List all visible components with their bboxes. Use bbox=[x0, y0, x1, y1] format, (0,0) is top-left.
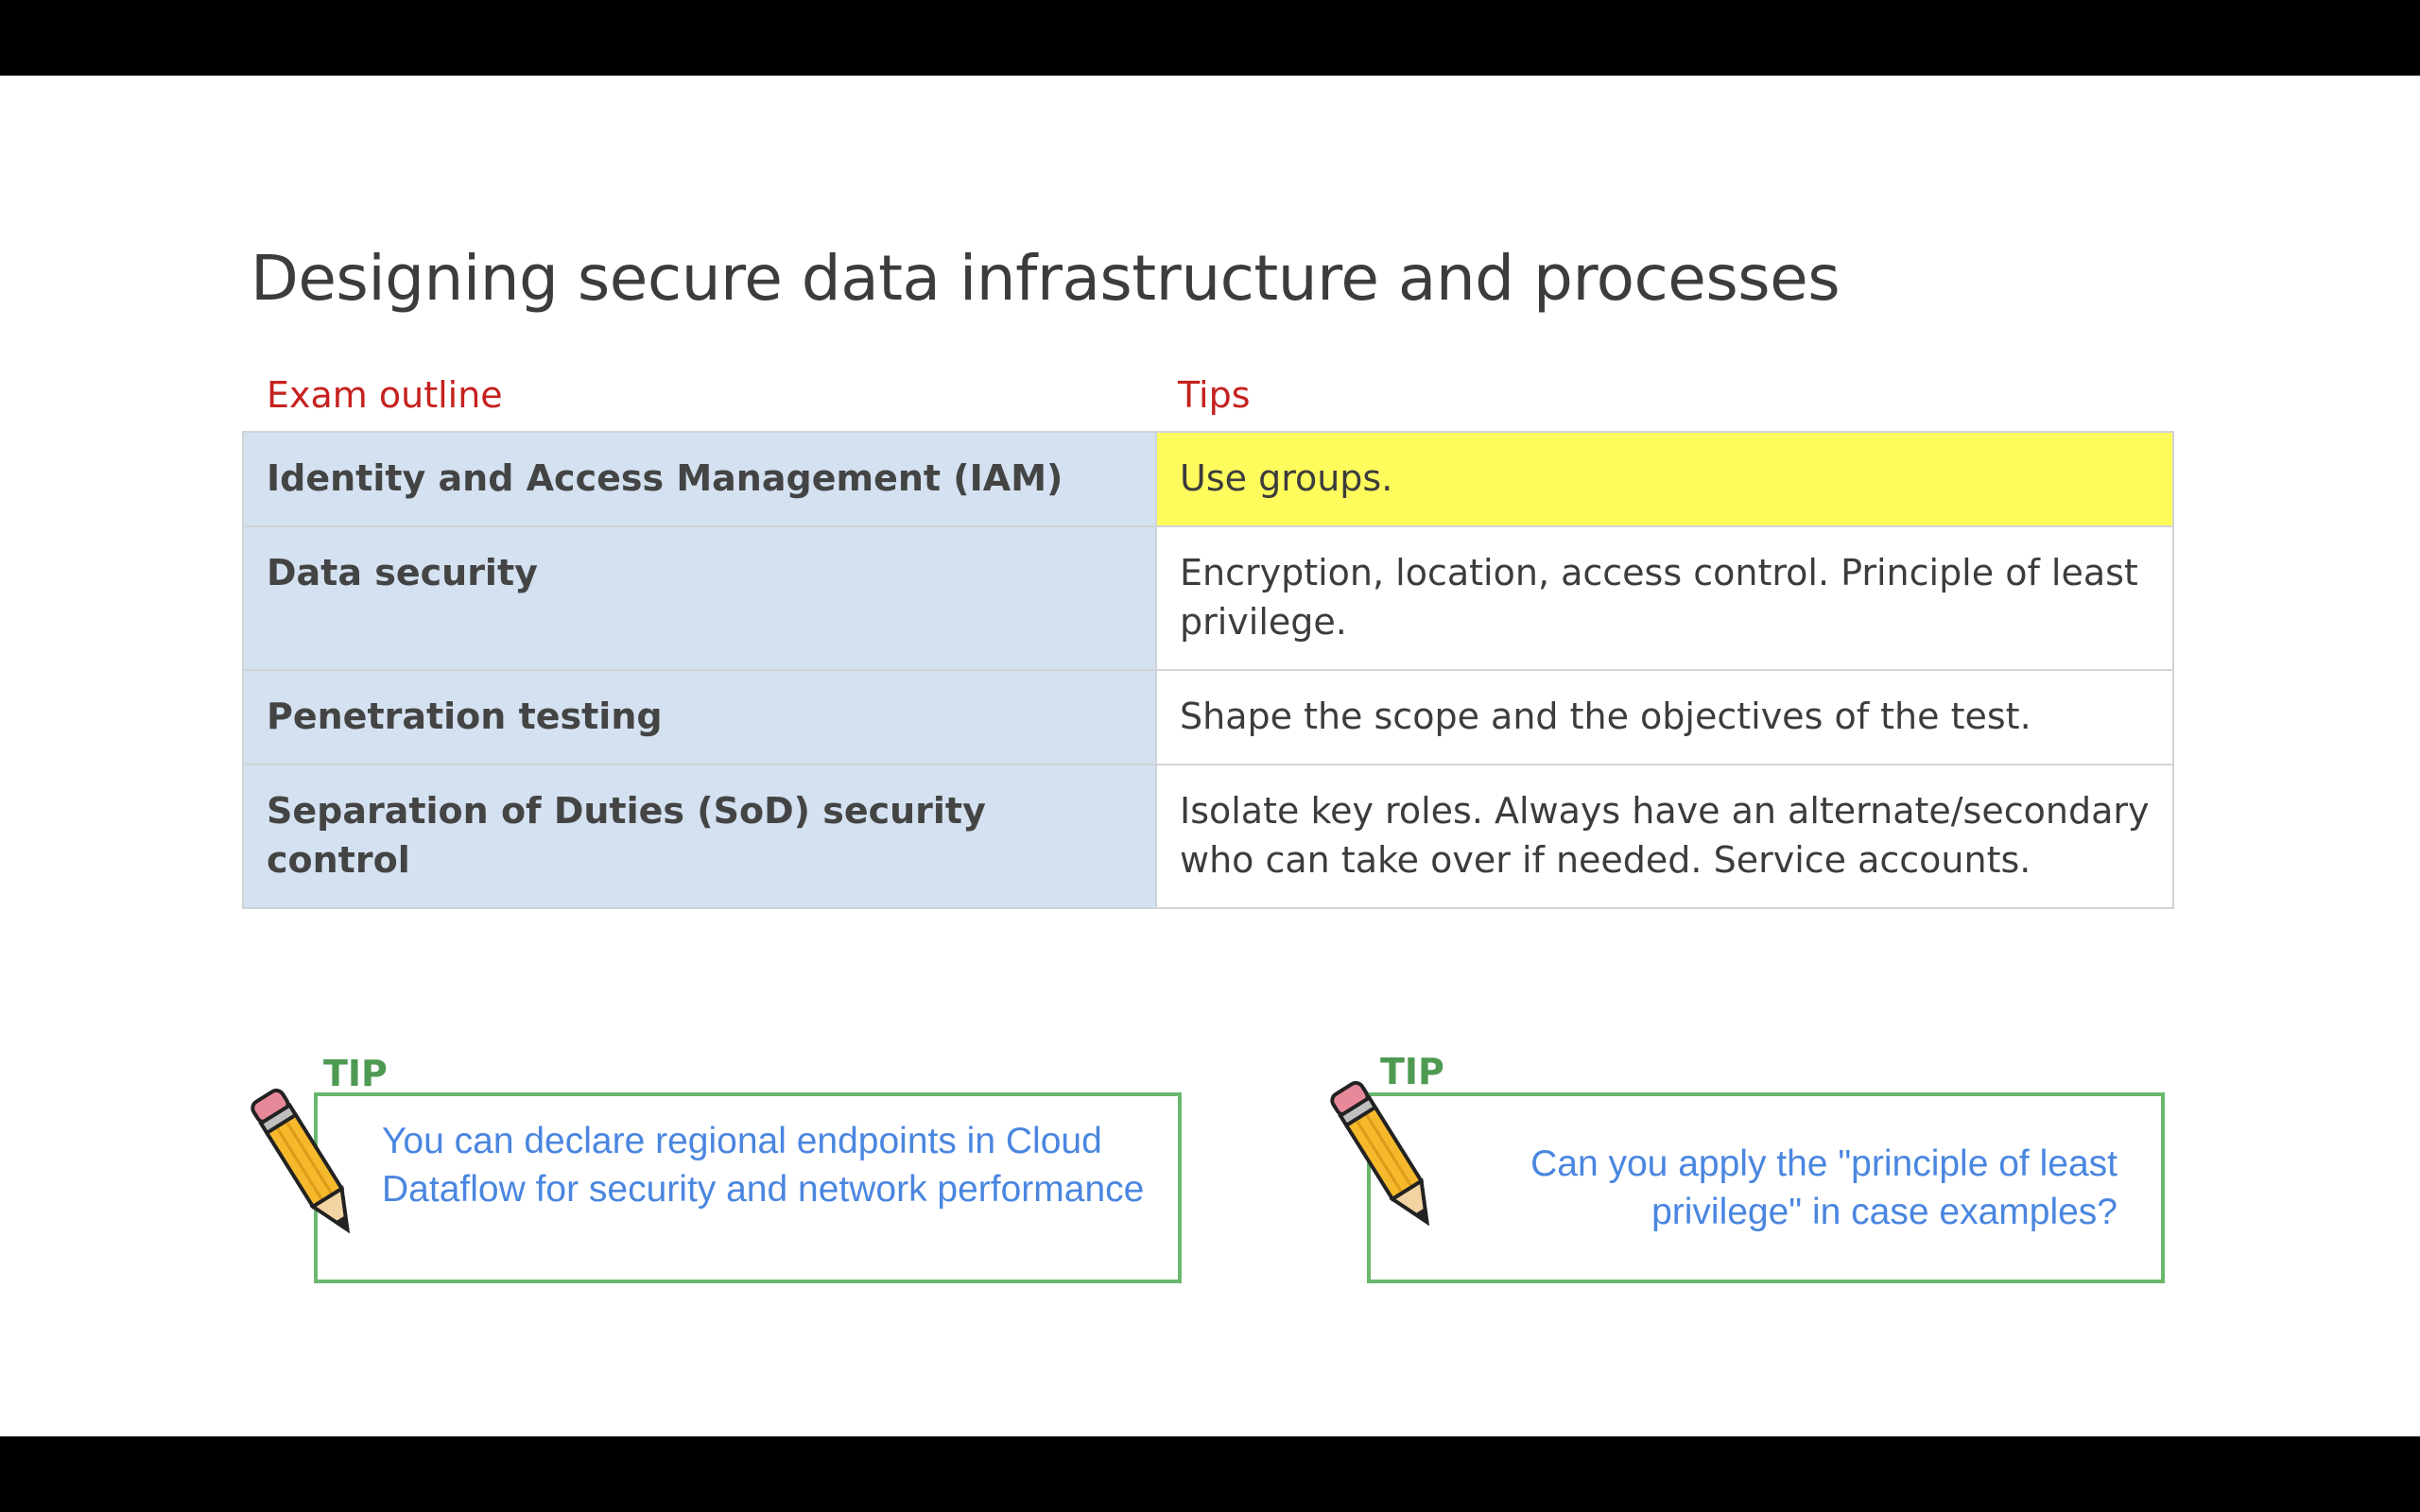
outline-table: Identity and Access Management (IAM) Use… bbox=[242, 431, 2174, 909]
tip-label: TIP bbox=[1380, 1051, 1444, 1092]
topic-cell: Separation of Duties (SoD) security cont… bbox=[242, 764, 1157, 909]
topic-cell: Data security bbox=[242, 525, 1157, 671]
tip-cell: Shape the scope and the objectives of th… bbox=[1155, 669, 2174, 765]
slide: Designing secure data infrastructure and… bbox=[0, 76, 2420, 1436]
tip-box-least-privilege bbox=[1367, 1092, 2165, 1283]
table-row: Penetration testing Shape the scope and … bbox=[242, 669, 2174, 765]
tip-cell: Isolate key roles. Always have an altern… bbox=[1155, 764, 2174, 909]
slide-title: Designing secure data infrastructure and… bbox=[251, 242, 1841, 315]
column-header-exam-outline: Exam outline bbox=[267, 374, 503, 416]
topic-cell: Identity and Access Management (IAM) bbox=[242, 431, 1157, 527]
table-row: Identity and Access Management (IAM) Use… bbox=[242, 431, 2174, 527]
tip-box-regional-endpoints bbox=[314, 1092, 1182, 1283]
pencil-icon bbox=[251, 1088, 351, 1234]
tip-text: Can you apply the "principle of least pr… bbox=[1530, 1143, 2118, 1232]
topic-cell: Penetration testing bbox=[242, 669, 1157, 765]
tip-cell: Encryption, location, access control. Pr… bbox=[1155, 525, 2174, 671]
table-row: Separation of Duties (SoD) security cont… bbox=[242, 764, 2174, 909]
column-header-tips: Tips bbox=[1178, 374, 1251, 416]
pencil-icon bbox=[1330, 1080, 1430, 1227]
tip-text: You can declare regional endpoints in Cl… bbox=[382, 1121, 1145, 1210]
tip-label: TIP bbox=[323, 1053, 388, 1094]
table-row: Data security Encryption, location, acce… bbox=[242, 525, 2174, 671]
tip-cell-highlighted: Use groups. bbox=[1155, 431, 2174, 527]
